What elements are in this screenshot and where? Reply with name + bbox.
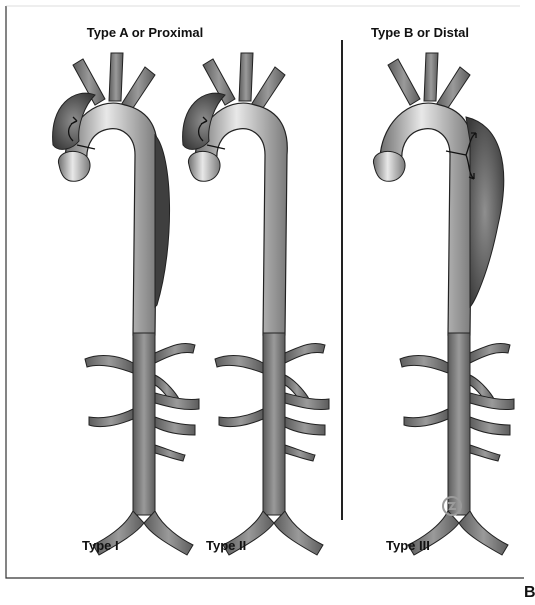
label-type-ii: Type II [206,538,246,553]
false-lumen-descending [466,117,504,307]
aorta-type-iii [373,53,514,555]
header-type-b-distal: Type B or Distal [330,25,510,40]
aorta-type-ii [183,53,329,555]
aorta-type-i [53,53,199,555]
panel-letter: B [524,584,535,602]
label-type-i: Type I [82,538,119,553]
false-lumen-descending [155,135,170,307]
label-type-iii: Type III [386,538,430,553]
header-type-a-proximal: Type A or Proximal [0,25,290,40]
